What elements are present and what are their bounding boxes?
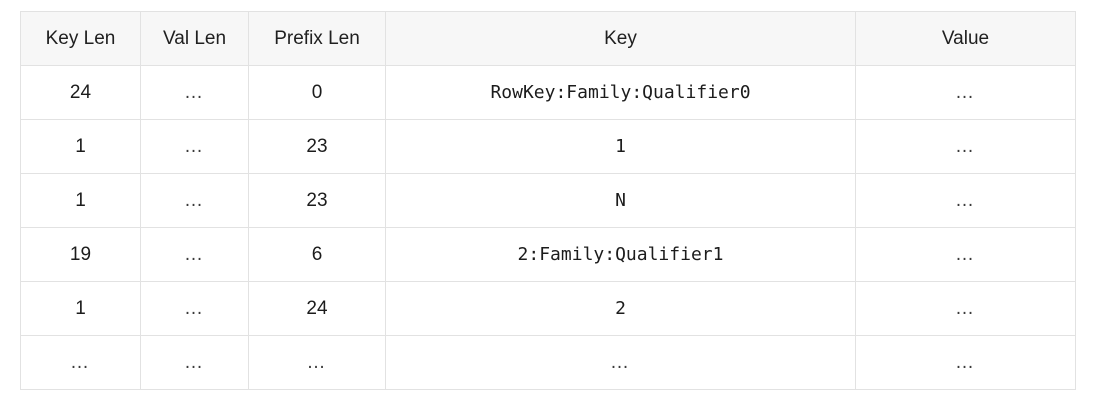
cell-key-len: 1 xyxy=(20,281,141,336)
cell-key-len: 24 xyxy=(20,65,141,120)
cell-key-len: 19 xyxy=(20,227,141,282)
cell-prefix-len: 23 xyxy=(248,119,386,174)
cell-val-len: … xyxy=(140,173,249,228)
table-row: 24 … 0 RowKey:Family:Qualifier0 … xyxy=(20,65,1076,120)
column-header-value: Value xyxy=(855,11,1076,66)
cell-key: RowKey:Family:Qualifier0 xyxy=(385,65,856,120)
table-body: 24 … 0 RowKey:Family:Qualifier0 … 1 … 23… xyxy=(20,65,1076,390)
column-header-val-len: Val Len xyxy=(140,11,249,66)
cell-key: N xyxy=(385,173,856,228)
cell-prefix-len: 24 xyxy=(248,281,386,336)
table-row: 19 … 6 2:Family:Qualifier1 … xyxy=(20,227,1076,282)
cell-key: … xyxy=(385,335,856,390)
table-row: 1 … 24 2 … xyxy=(20,281,1076,336)
table-row: 1 … 23 1 … xyxy=(20,119,1076,174)
keyvalue-table: Key Len Val Len Prefix Len Key Value 24 … xyxy=(20,11,1076,390)
cell-value: … xyxy=(855,281,1076,336)
cell-prefix-len: … xyxy=(248,335,386,390)
cell-value: … xyxy=(855,227,1076,282)
cell-value: … xyxy=(855,65,1076,120)
cell-val-len: … xyxy=(140,227,249,282)
cell-key: 2:Family:Qualifier1 xyxy=(385,227,856,282)
table-row: … … … … … xyxy=(20,335,1076,390)
column-header-key-len: Key Len xyxy=(20,11,141,66)
cell-val-len: … xyxy=(140,119,249,174)
cell-key: 1 xyxy=(385,119,856,174)
cell-val-len: … xyxy=(140,65,249,120)
cell-val-len: … xyxy=(140,335,249,390)
cell-key-len: … xyxy=(20,335,141,390)
column-header-key: Key xyxy=(385,11,856,66)
cell-key-len: 1 xyxy=(20,119,141,174)
cell-key-len: 1 xyxy=(20,173,141,228)
cell-value: … xyxy=(855,173,1076,228)
cell-key: 2 xyxy=(385,281,856,336)
table-row: 1 … 23 N … xyxy=(20,173,1076,228)
cell-prefix-len: 0 xyxy=(248,65,386,120)
cell-val-len: … xyxy=(140,281,249,336)
cell-value: … xyxy=(855,335,1076,390)
cell-value: … xyxy=(855,119,1076,174)
cell-prefix-len: 23 xyxy=(248,173,386,228)
table-header: Key Len Val Len Prefix Len Key Value xyxy=(20,11,1076,66)
column-header-prefix-len: Prefix Len xyxy=(248,11,386,66)
cell-prefix-len: 6 xyxy=(248,227,386,282)
header-row: Key Len Val Len Prefix Len Key Value xyxy=(20,11,1076,66)
